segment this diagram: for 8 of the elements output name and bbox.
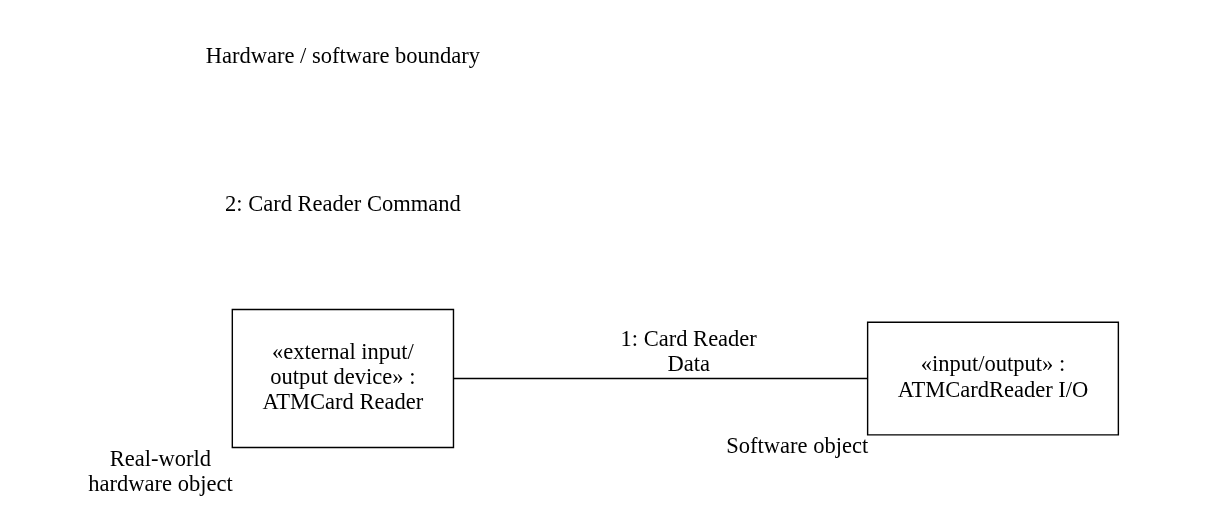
- node-label: Software object: [726, 432, 869, 458]
- label: 2: Card Reader Command: [225, 190, 461, 216]
- label: Hardware / software boundary: [205, 42, 481, 68]
- connector: [453, 377, 868, 380]
- edge-label: 1: Card Reader Data: [620, 325, 757, 377]
- node-box: «external input/ output device» : ATMCard Reader: [231, 308, 455, 449]
- node-label: Real-world hardware object: [88, 445, 233, 496]
- node-box: «input/output» : ATMCardReader I/O: [866, 321, 1120, 436]
